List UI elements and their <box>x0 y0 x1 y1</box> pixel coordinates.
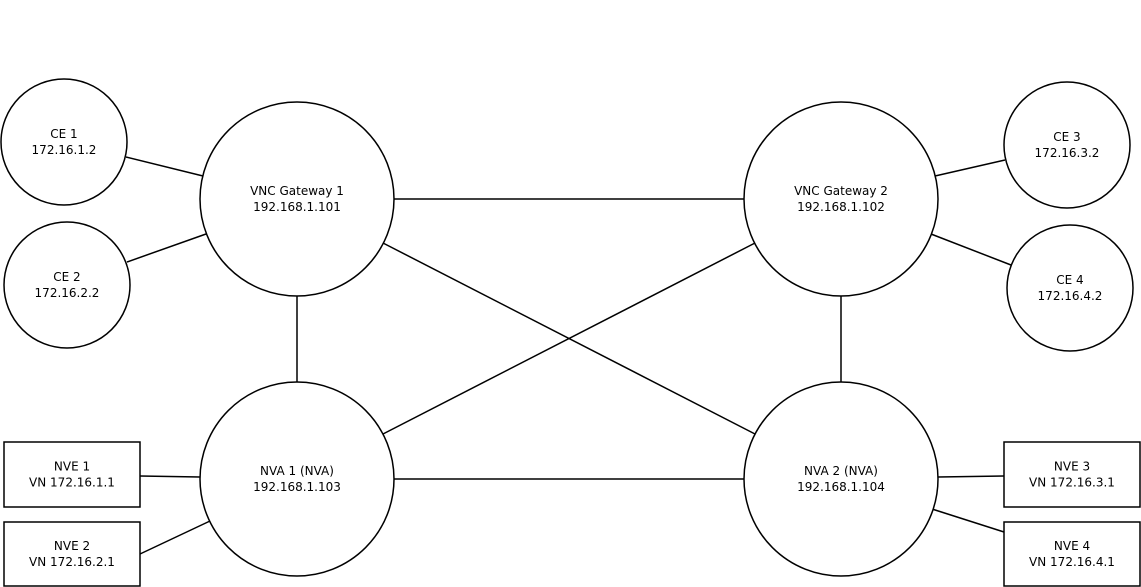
node-ce4-circle <box>1006 224 1134 352</box>
node-nva2-label: NVA 2 (NVA) <box>804 464 878 478</box>
node-gw1: VNC Gateway 1 192.168.1.101 <box>199 101 395 297</box>
node-nve3: NVE 3 VN 172.16.3.1 <box>1003 441 1141 508</box>
node-ce2-address: 172.16.2.2 <box>35 286 100 300</box>
node-ce1-address: 172.16.1.2 <box>32 143 97 157</box>
node-nve3-label: NVE 3 <box>1054 460 1090 474</box>
node-nve1: NVE 1 VN 172.16.1.1 <box>3 441 141 508</box>
node-nve2: NVE 2 VN 172.16.2.1 <box>3 521 141 587</box>
node-nve4-box <box>1003 521 1141 587</box>
node-nve4-label: NVE 4 <box>1054 539 1090 553</box>
edge-nve1-nva1 <box>139 475 201 478</box>
node-ce1-circle <box>0 78 128 206</box>
node-ce4: CE 4 172.16.4.2 <box>1006 224 1134 352</box>
node-nva1-address: 192.168.1.103 <box>253 480 341 494</box>
nodes-layer: CE 1 172.16.1.2 CE 2 172.16.2.2 CE 3 172.16.3… <box>0 78 1141 587</box>
edge-nve3-nva2 <box>937 475 1005 478</box>
edge-ce1-gw1 <box>125 156 204 177</box>
node-nva2-circle <box>743 381 939 577</box>
node-nva1-label: NVA 1 (NVA) <box>260 464 334 478</box>
node-gw2-circle <box>743 101 939 297</box>
node-nve1-label: NVE 1 <box>54 460 90 474</box>
node-nva1: NVA 1 (NVA) 192.168.1.103 <box>199 381 395 577</box>
node-ce3-label: CE 3 <box>1053 130 1080 144</box>
node-gw1-label: VNC Gateway 1 <box>250 184 344 198</box>
node-gw1-circle <box>199 101 395 297</box>
node-ce4-label: CE 4 <box>1056 273 1083 287</box>
node-nve2-box <box>3 521 141 587</box>
node-nve1-address: VN 172.16.1.1 <box>29 476 115 490</box>
node-gw2-label: VNC Gateway 2 <box>794 184 888 198</box>
node-nve1-box <box>3 441 141 508</box>
edge-ce3-gw2 <box>934 159 1006 177</box>
node-ce1-label: CE 1 <box>50 127 77 141</box>
edges-layer <box>125 156 1012 555</box>
node-nve4-address: VN 172.16.4.1 <box>1029 555 1115 569</box>
node-gw1-address: 192.168.1.101 <box>253 200 341 214</box>
node-nve3-address: VN 172.16.3.1 <box>1029 476 1115 490</box>
edge-ce2-gw1 <box>126 233 207 263</box>
node-ce2-label: CE 2 <box>53 270 80 284</box>
node-nve3-box <box>1003 441 1141 508</box>
node-nva1-circle <box>199 381 395 577</box>
node-ce2-circle <box>3 221 131 349</box>
node-ce4-address: 172.16.4.2 <box>1038 289 1103 303</box>
node-ce3-circle <box>1003 81 1131 209</box>
edge-nve4-nva2 <box>931 508 1005 533</box>
node-ce3-address: 172.16.3.2 <box>1035 146 1100 160</box>
edge-nve2-nva1 <box>139 520 211 555</box>
node-nve2-label: NVE 2 <box>54 539 90 553</box>
node-gw2-address: 192.168.1.102 <box>797 200 885 214</box>
node-ce1: CE 1 172.16.1.2 <box>0 78 128 206</box>
node-nve4: NVE 4 VN 172.16.4.1 <box>1003 521 1141 587</box>
node-gw2: VNC Gateway 2 192.168.1.102 <box>743 101 939 297</box>
node-nve2-address: VN 172.16.2.1 <box>29 555 115 569</box>
node-nva2: NVA 2 (NVA) 192.168.1.104 <box>743 381 939 577</box>
node-ce3: CE 3 172.16.3.2 <box>1003 81 1131 209</box>
edge-gw2-nva1 <box>382 242 756 435</box>
node-nva2-address: 192.168.1.104 <box>797 480 885 494</box>
node-ce2: CE 2 172.16.2.2 <box>3 221 131 349</box>
edge-ce4-gw2 <box>930 233 1012 266</box>
